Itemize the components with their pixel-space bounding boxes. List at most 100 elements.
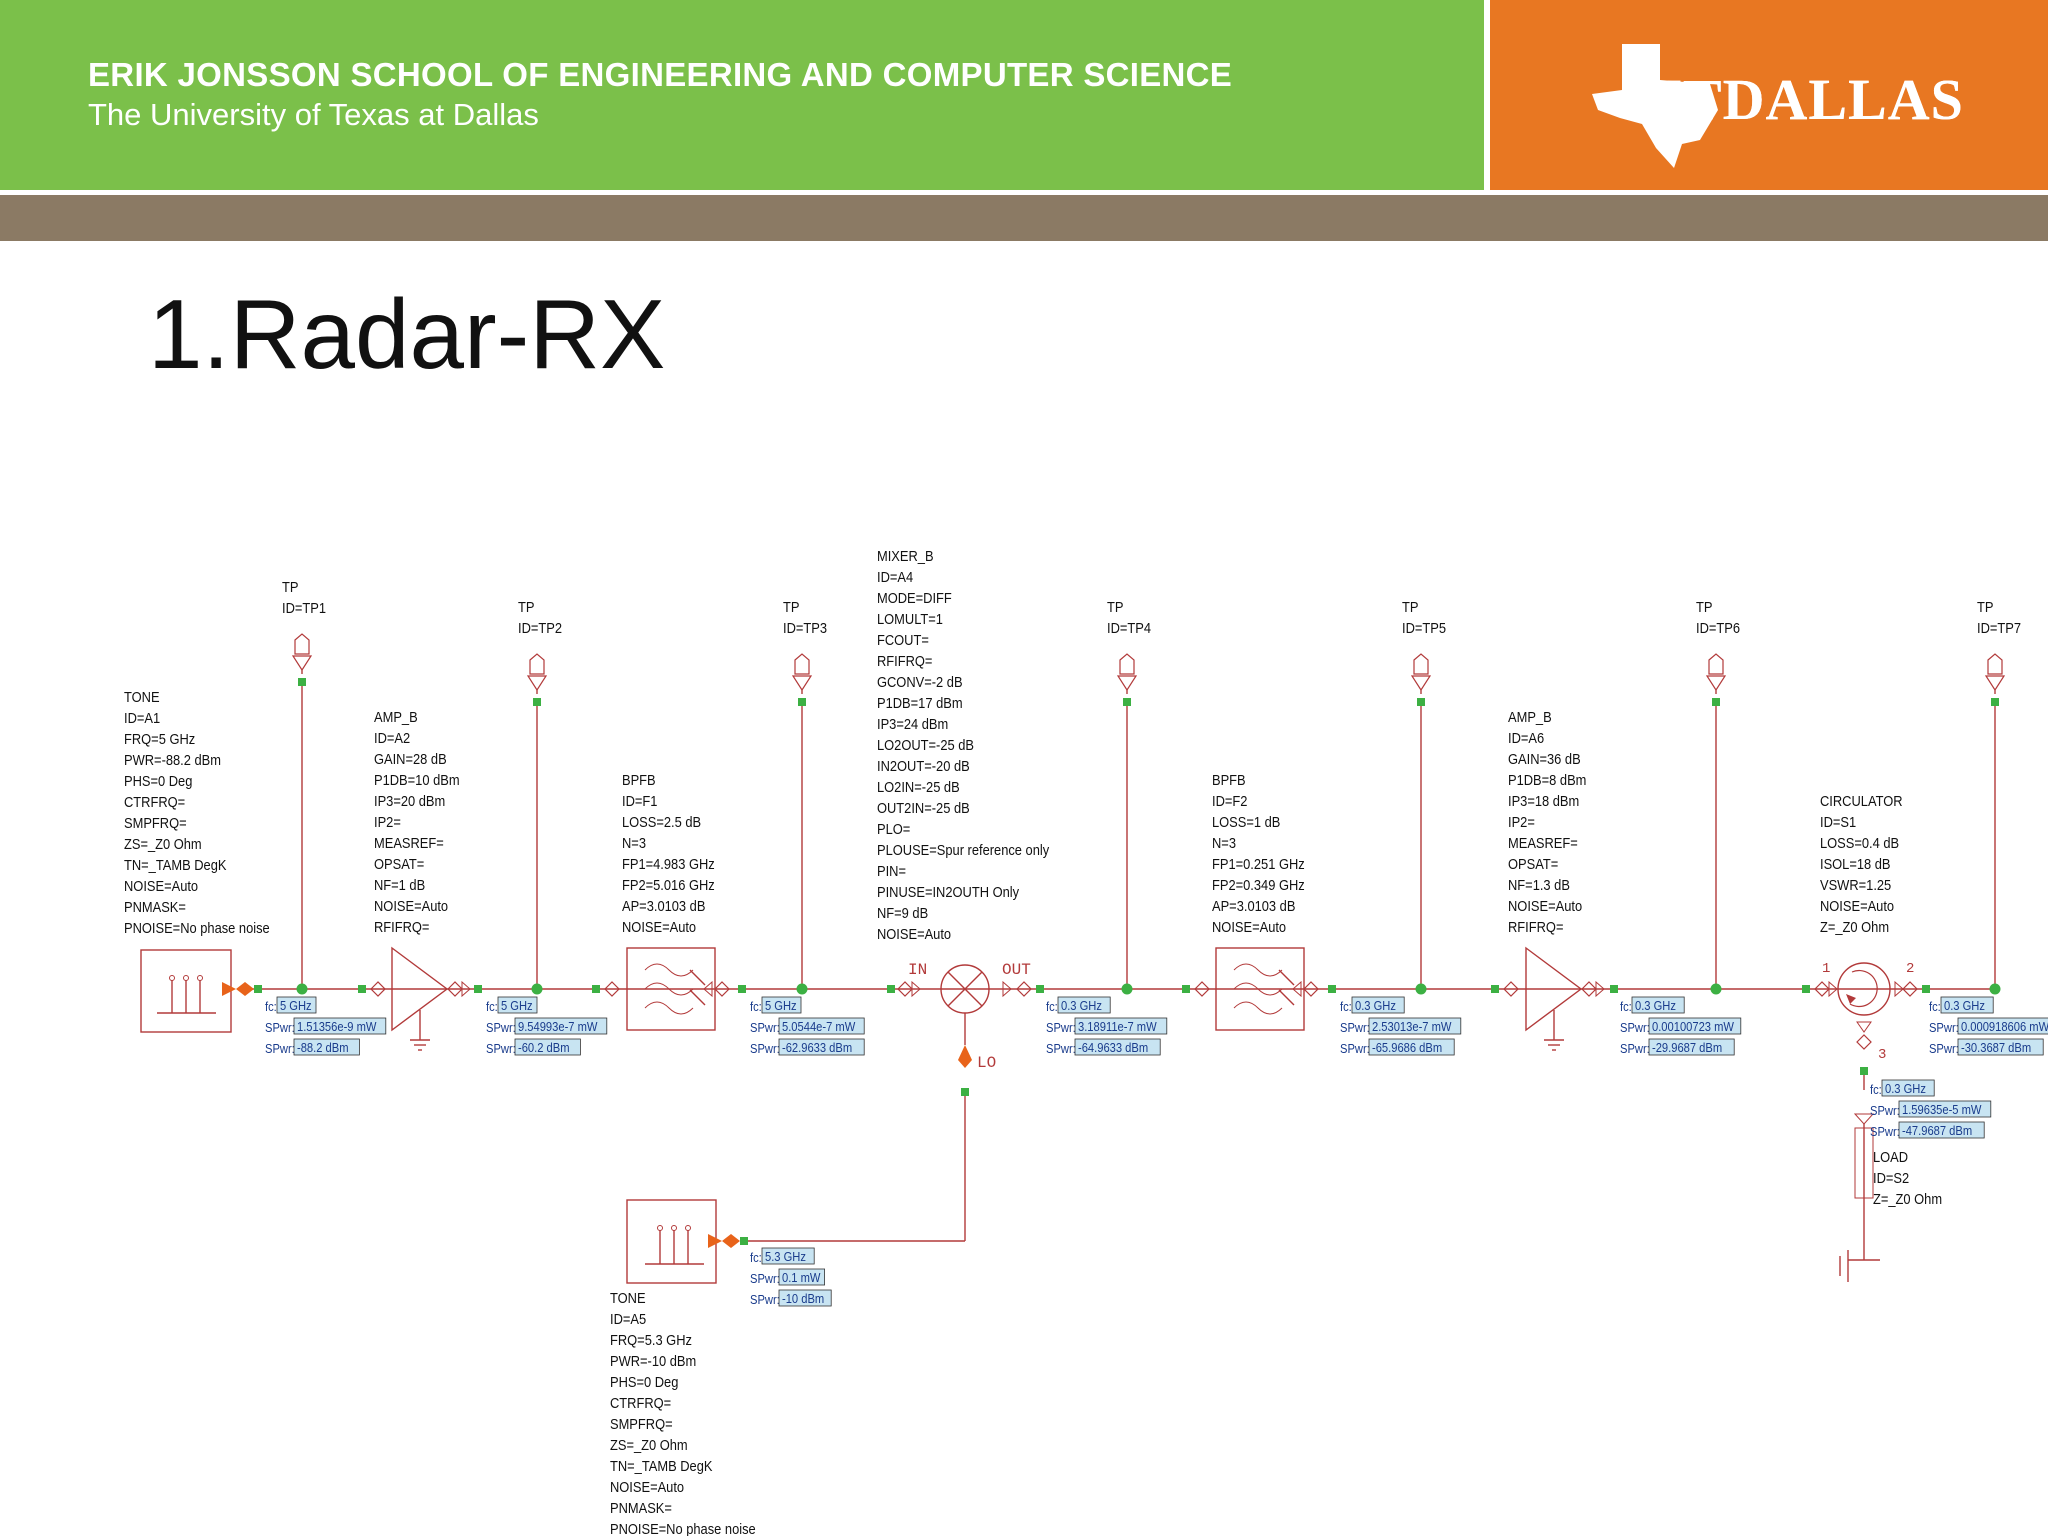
port-arrow (1595, 980, 1605, 998)
block-param-label: PWR=-88.2 dBm (124, 751, 221, 768)
port-square (474, 985, 482, 993)
block-param-label: SMPFRQ= (610, 1415, 673, 1432)
port-square (1922, 985, 1930, 993)
block-param-label: N=3 (622, 834, 646, 851)
filter-wave (1233, 963, 1283, 977)
block-param-label: LOSS=1 dB (1212, 813, 1280, 830)
block-param-label: NOISE=Auto (124, 877, 198, 894)
meter-value-label: -88.2 dBm (297, 1040, 349, 1055)
header-divider (0, 190, 2048, 195)
circulator-pin-2: 2 (1906, 961, 1914, 977)
testpoint-icon (1413, 653, 1429, 675)
filter-slash (1278, 969, 1295, 986)
block-param-label: P1DB=17 dBm (877, 694, 963, 711)
port-square (1610, 985, 1618, 993)
tone-spike-dot (657, 1225, 663, 1231)
block-param-label: PNMASK= (610, 1499, 672, 1516)
meter-key-label: SPwr: (1340, 1041, 1370, 1056)
meter-value-label: 5 GHz (765, 998, 797, 1013)
output-port-diamond (236, 982, 254, 996)
block-param-label: LO2OUT=-25 dB (877, 736, 974, 753)
school-name: ERIK JONSSON SCHOOL OF ENGINEERING AND C… (88, 56, 1233, 93)
output-port-icon (708, 1234, 722, 1248)
meter-value-label: 5 GHz (280, 998, 312, 1013)
block-param-label: ID=A1 (124, 709, 160, 726)
meter-value-label: 0.3 GHz (1944, 998, 1985, 1013)
testpoint-label: TP (1696, 598, 1712, 615)
block-param-label: IP3=18 dBm (1508, 792, 1579, 809)
block-param-label: NOISE=Auto (374, 897, 448, 914)
testpoint-arrow-icon (1410, 675, 1432, 692)
meter-value-box (778, 1268, 825, 1286)
block-param-label: PNOISE=No phase noise (124, 919, 270, 936)
block-param-label: NF=9 dB (877, 904, 928, 921)
block-param-label: TONE (610, 1289, 646, 1306)
meter-value-label: 1.51356e-9 mW (297, 1019, 377, 1034)
amplifier-icon (1525, 946, 1583, 1032)
block-param-label: PNOISE=No phase noise (610, 1520, 756, 1536)
block-param-label: LOSS=2.5 dB (622, 813, 701, 830)
port-diamond (1303, 981, 1319, 997)
lo-port-diamond (958, 1060, 972, 1068)
block-param-label: ID=A2 (374, 729, 410, 746)
mixer-out-label: OUT (1002, 961, 1031, 979)
block-param-label: ID=A5 (610, 1310, 646, 1327)
testpoint-icon (1708, 653, 1724, 675)
testpoint-port (798, 698, 806, 706)
block-param-label: P1DB=10 dBm (374, 771, 460, 788)
block-param-label: ZS=_Z0 Ohm (610, 1436, 688, 1453)
block-param-label: FP2=0.349 GHz (1212, 876, 1305, 893)
testpoint-port (1991, 698, 1999, 706)
block-param-label: PIN= (877, 862, 906, 879)
testpoint-label: ID=TP4 (1107, 619, 1151, 636)
block-param-label: MIXER_B (877, 547, 934, 564)
block-param-label: VSWR=1.25 (1820, 876, 1891, 893)
port-arrow (1828, 980, 1838, 998)
block-param-label: IP3=24 dBm (877, 715, 948, 732)
lo-port-icon (958, 1045, 972, 1060)
testpoint-arrow-icon (791, 675, 813, 692)
testpoint-label: TP (1107, 598, 1123, 615)
tone-spike-dot (671, 1225, 677, 1231)
port-square (1491, 985, 1499, 993)
testpoint-label: TP (1402, 598, 1418, 615)
meter-key-label: SPwr: (1929, 1020, 1959, 1035)
meter-key-label: fc: (750, 999, 762, 1014)
meter-value-label: 9.54993e-7 mW (518, 1019, 598, 1034)
testpoint-port (1417, 698, 1425, 706)
meter-value-label: 5.3 GHz (765, 1249, 806, 1264)
block-param-label: IP3=20 dBm (374, 792, 445, 809)
block-param-label: AMP_B (374, 708, 418, 725)
meter-key-label: SPwr: (486, 1041, 516, 1056)
testpoint-icon (794, 653, 810, 675)
meter-value-label: 5.0544e-7 mW (782, 1019, 856, 1034)
testpoint-icon (529, 653, 545, 675)
page-title: 1.Radar-RX (148, 279, 666, 389)
meter-key-label: fc: (1620, 999, 1632, 1014)
meter-value-box (514, 1017, 608, 1035)
meter-value-box (761, 1247, 815, 1265)
circulator-pin-1: 1 (1822, 961, 1830, 977)
filter-slash (1278, 989, 1295, 1006)
meter-key-label: SPwr: (1046, 1020, 1076, 1035)
tone-spike-dot (685, 1225, 691, 1231)
tone-spike-dot (183, 975, 189, 981)
testpoint-icon (294, 633, 310, 655)
block-param-label: IP2= (374, 813, 401, 830)
meter-key-label: SPwr: (750, 1292, 780, 1307)
block-param-label: NOISE=Auto (1508, 897, 1582, 914)
block-param-label: FP2=5.016 GHz (622, 876, 715, 893)
block-param-label: NF=1 dB (374, 876, 425, 893)
junction-node (1710, 983, 1722, 995)
meter-key-label: SPwr: (1620, 1041, 1650, 1056)
meter-key-label: SPwr: (265, 1041, 295, 1056)
meter-value-label: -65.9686 dBm (1372, 1040, 1442, 1055)
output-port-icon (222, 982, 236, 996)
meter-key-label: SPwr: (1046, 1041, 1076, 1056)
meter-value-label: -10 dBm (782, 1291, 824, 1306)
meter-value-label: 2.53013e-7 mW (1372, 1019, 1452, 1034)
meter-key-label: SPwr: (1620, 1020, 1650, 1035)
port-arrow (1002, 980, 1012, 998)
port-diamond (604, 981, 620, 997)
block-param-label: TONE (124, 688, 160, 705)
